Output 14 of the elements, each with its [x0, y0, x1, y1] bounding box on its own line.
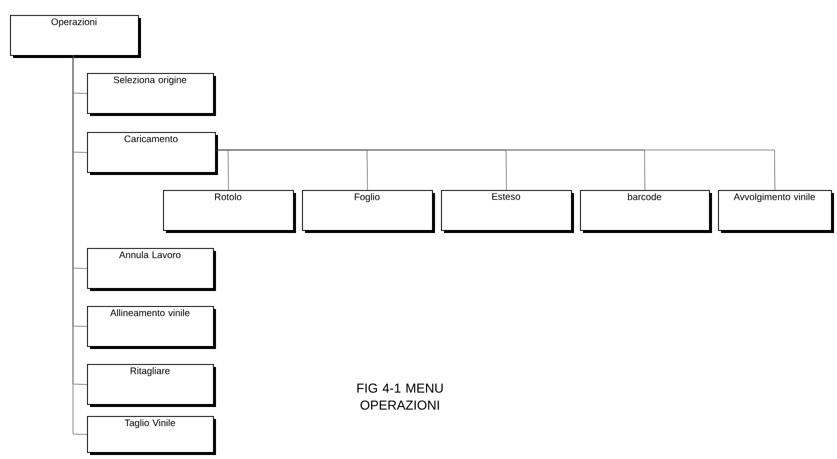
- menu-box: Annula Lavoro: [87, 248, 216, 291]
- menu-box: barcode: [580, 190, 712, 233]
- menu-box: Avvolgimento vinile: [718, 190, 834, 233]
- menu-box: Ritagliare: [87, 364, 216, 407]
- figure-caption: FIG 4-1 MENU OPERAZIONI: [357, 384, 443, 410]
- menu-box: Foglio: [302, 190, 435, 233]
- connector-line: [216, 150, 776, 190]
- menu-box: Seleziona origine: [87, 73, 216, 116]
- menu-box: Rotolo: [163, 190, 296, 233]
- menu-box: Taglio Vinile: [87, 416, 216, 455]
- menu-box: Allineamento vinile: [87, 306, 216, 349]
- menu-box: Esteso: [441, 190, 574, 233]
- menu-box: Operazioni: [10, 15, 141, 58]
- menu-box: Caricamento: [87, 132, 218, 175]
